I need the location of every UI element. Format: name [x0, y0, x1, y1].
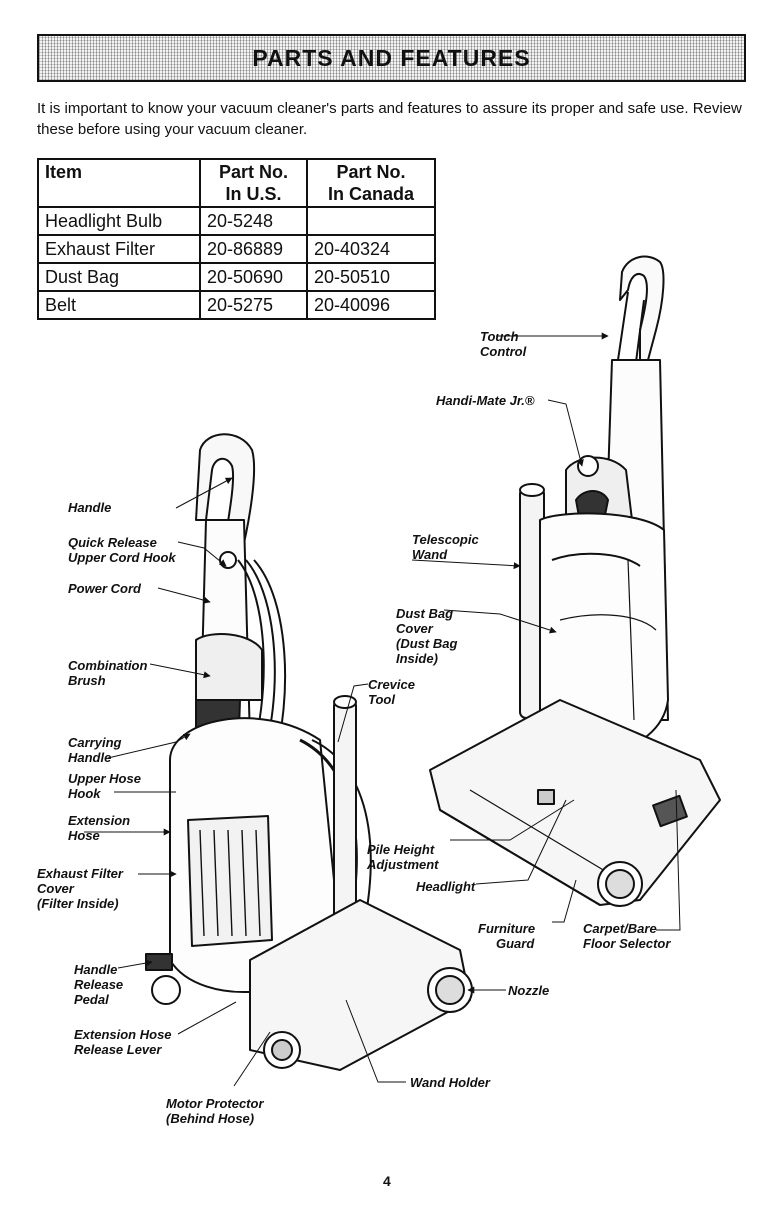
label-combination-brush: Combination Brush	[68, 658, 147, 688]
label-line: Cover	[37, 881, 74, 896]
label-line: Exhaust Filter	[37, 866, 123, 881]
vacuum-front-view	[145, 433, 473, 1071]
label-line: Nozzle	[508, 983, 550, 998]
label-furniture-guard: Furniture Guard	[478, 921, 535, 951]
cell-part-canada	[306, 206, 436, 236]
label-line: Guard	[496, 936, 535, 951]
label-line: Tool	[368, 692, 395, 707]
label-touch-control: Touch Control	[480, 329, 526, 359]
label-line: Release	[74, 977, 124, 992]
label-dust-bag-cover: Dust Bag Cover (Dust Bag Inside)	[396, 606, 457, 666]
vacuum-rear-view	[429, 255, 721, 907]
label-line: Extension Hose	[74, 1027, 172, 1042]
label-line: (Behind Hose)	[166, 1111, 255, 1126]
label-line: Telescopic	[412, 532, 479, 547]
header-us-line1: Part No.	[218, 162, 288, 182]
label-line: Handle	[74, 962, 118, 977]
label-line: Handle	[68, 500, 112, 515]
intro-paragraph: It is important to know your vacuum clea…	[37, 100, 742, 138]
table-header-row: Item Part No. In U.S. Part No. In Canada	[37, 158, 436, 208]
label-line: Carrying	[68, 735, 122, 750]
label-line: Floor Selector	[583, 936, 671, 951]
label-power-cord: Power Cord	[68, 581, 141, 596]
label-line: Extension	[68, 813, 131, 828]
label-line: Cover	[396, 621, 433, 636]
header-item: Item	[37, 158, 201, 208]
cell-part-us: 20-5275	[199, 290, 308, 320]
label-line: Pedal	[74, 992, 109, 1007]
cell-part-us: 20-50690	[199, 262, 308, 292]
label-line: (Dust Bag	[396, 636, 458, 651]
label-upper-hose-hook: Upper Hose Hook	[68, 771, 141, 801]
label-line: Adjustment	[367, 857, 439, 872]
header-ca-line1: Part No.	[336, 162, 406, 182]
label-pile-height-adjustment: Pile Height Adjustment	[367, 842, 439, 872]
label-headlight: Headlight	[416, 879, 475, 894]
cell-part-canada: 20-40324	[306, 234, 436, 264]
parts-table: Item Part No. In U.S. Part No. In Canada…	[37, 158, 436, 320]
label-line: Upper Hose	[68, 771, 141, 786]
label-line: Motor Protector	[166, 1096, 264, 1111]
label-line: Brush	[68, 673, 106, 688]
label-line: Headlight	[416, 879, 476, 894]
header-part-canada: Part No. In Canada	[306, 158, 436, 208]
label-line: Wand Holder	[410, 1075, 490, 1090]
label-line: Combination	[68, 658, 148, 673]
cell-part-us: 20-5248	[199, 206, 308, 236]
label-line: Furniture	[478, 921, 536, 936]
label-handle: Handle	[68, 500, 111, 515]
leader-lines	[84, 332, 681, 1087]
label-line: Pile Height	[367, 842, 435, 857]
label-line: Power Cord	[68, 581, 141, 596]
label-line: Hose	[68, 828, 100, 843]
label-extension-hose: Extension Hose	[68, 813, 130, 843]
label-line: Quick Release	[68, 535, 157, 550]
table-row: Headlight Bulb 20-5248	[37, 206, 436, 236]
section-banner: PARTS AND FEATURES	[37, 34, 746, 82]
label-telescopic-wand: Telescopic Wand	[412, 532, 479, 562]
label-wand-holder: Wand Holder	[410, 1075, 490, 1090]
label-line: Crevice	[368, 677, 415, 692]
label-crevice-tool: Crevice Tool	[368, 677, 415, 707]
label-carrying-handle: Carrying Handle	[68, 735, 121, 765]
label-motor-protector: Motor Protector (Behind Hose)	[166, 1096, 264, 1126]
table-row: Dust Bag 20-50690 20-50510	[37, 262, 436, 292]
label-line: Upper Cord Hook	[68, 550, 176, 565]
label-nozzle: Nozzle	[508, 983, 549, 998]
label-exhaust-filter-cover: Exhaust Filter Cover (Filter Inside)	[37, 866, 123, 911]
header-part-us: Part No. In U.S.	[199, 158, 308, 208]
label-quick-release-cord-hook: Quick Release Upper Cord Hook	[68, 535, 176, 565]
cell-item: Dust Bag	[37, 262, 201, 292]
cell-item: Headlight Bulb	[37, 206, 201, 236]
label-line: Inside)	[396, 651, 438, 666]
label-line: Hook	[68, 786, 101, 801]
cell-item: Belt	[37, 290, 201, 320]
cell-part-canada: 20-50510	[306, 262, 436, 292]
cell-part-canada: 20-40096	[306, 290, 436, 320]
label-line: Handi-Mate Jr.®	[436, 393, 535, 408]
label-handle-release-pedal: Handle Release Pedal	[74, 962, 123, 1007]
label-line: Wand	[412, 547, 448, 562]
label-line: Release Lever	[74, 1042, 162, 1057]
label-carpet-bare-floor-selector: Carpet/Bare Floor Selector	[583, 921, 670, 951]
table-row: Exhaust Filter 20-86889 20-40324	[37, 234, 436, 264]
label-line: Touch	[480, 329, 519, 344]
page-title: PARTS AND FEATURES	[252, 44, 531, 71]
label-extension-hose-release-lever: Extension Hose Release Lever	[74, 1027, 172, 1057]
cell-part-us: 20-86889	[199, 234, 308, 264]
label-line: Dust Bag	[396, 606, 454, 621]
header-ca-line2: In Canada	[327, 184, 415, 204]
label-line: (Filter Inside)	[37, 896, 119, 911]
page-number: 4	[383, 1173, 391, 1189]
header-item-line1: Item	[45, 162, 83, 182]
label-handi-mate: Handi-Mate Jr.®	[436, 393, 534, 408]
table-row: Belt 20-5275 20-40096	[37, 290, 436, 320]
cell-item: Exhaust Filter	[37, 234, 201, 264]
header-us-line2: In U.S.	[225, 184, 282, 204]
label-line: Carpet/Bare	[583, 921, 657, 936]
label-line: Handle	[68, 750, 112, 765]
label-line: Control	[480, 344, 527, 359]
